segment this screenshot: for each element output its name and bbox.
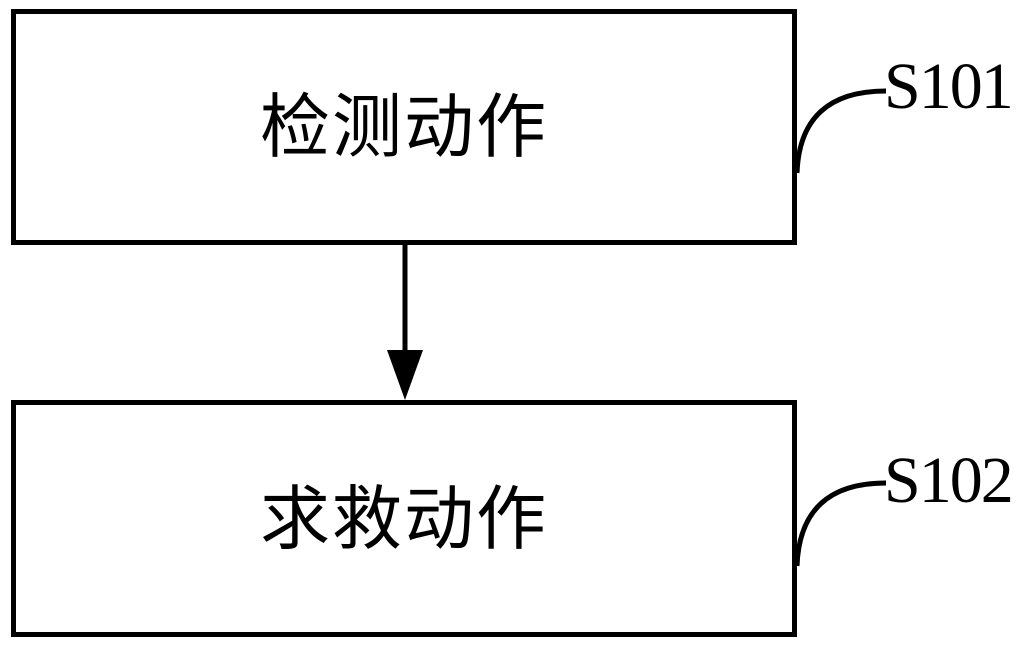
step-box-detect-action: 检测动作 xyxy=(11,9,797,245)
s102-leader-line xyxy=(794,480,887,567)
step-label-sos-action: 求救动作 xyxy=(260,477,548,560)
step-ref-s101: S101 xyxy=(884,50,1014,123)
s101-leader-line xyxy=(794,88,887,174)
step-label-detect-action: 检测动作 xyxy=(260,86,548,168)
step-ref-s102: S102 xyxy=(884,444,1014,517)
flow-arrowhead-icon xyxy=(387,350,423,400)
step-box-sos-action: 求救动作 xyxy=(11,400,797,637)
